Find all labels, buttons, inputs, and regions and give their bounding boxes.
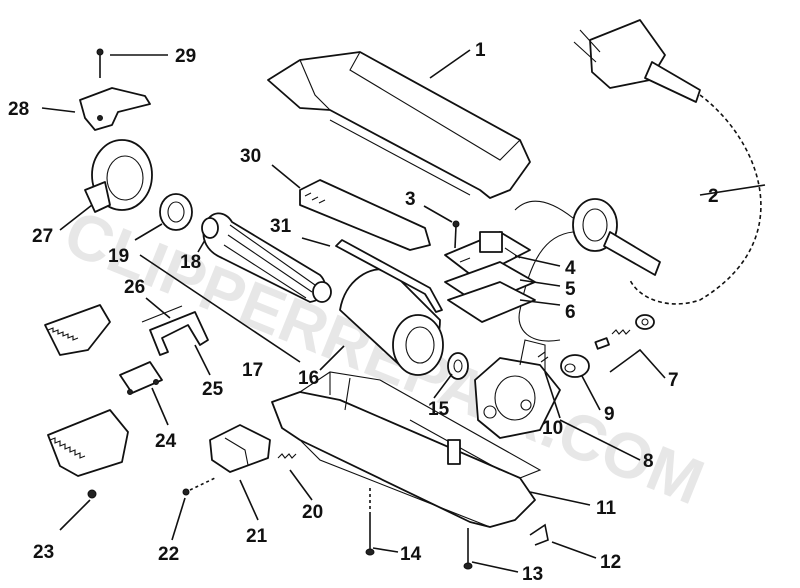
callout-9: 9 bbox=[604, 404, 615, 425]
clip-12 bbox=[529, 523, 549, 546]
screw-23 bbox=[87, 489, 97, 499]
callout-11: 11 bbox=[596, 498, 617, 519]
callout-labels: 1 2 3 4 5 6 7 8 9 10 11 12 13 14 15 16 1… bbox=[8, 40, 719, 585]
blade-guide-21 bbox=[209, 424, 271, 473]
callout-10: 10 bbox=[542, 418, 563, 439]
callout-23: 23 bbox=[33, 542, 54, 563]
screw-14 bbox=[365, 488, 375, 556]
switch-lever-30 bbox=[299, 179, 431, 251]
switch-assembly bbox=[444, 231, 536, 323]
switch-rod-31 bbox=[335, 239, 443, 313]
washer-15 bbox=[447, 352, 469, 380]
callout-15: 15 bbox=[428, 399, 450, 420]
screw-13 bbox=[463, 528, 473, 570]
front-housing-27 bbox=[84, 139, 153, 213]
bearing-19 bbox=[159, 193, 193, 231]
callout-2: 2 bbox=[708, 186, 719, 207]
screw-22 bbox=[182, 477, 216, 496]
callout-21: 21 bbox=[246, 526, 268, 547]
callout-26: 26 bbox=[124, 277, 145, 298]
callout-16: 16 bbox=[298, 368, 319, 389]
power-cord-plug bbox=[514, 19, 762, 342]
callout-5: 5 bbox=[565, 279, 576, 300]
screw-3 bbox=[452, 220, 460, 249]
callout-22: 22 bbox=[158, 544, 179, 565]
callout-3: 3 bbox=[405, 189, 416, 210]
top-housing-cover bbox=[267, 51, 531, 199]
spring-20 bbox=[277, 453, 297, 459]
eccentric-bearing bbox=[537, 351, 590, 378]
callout-24: 24 bbox=[155, 431, 177, 452]
callout-30: 30 bbox=[240, 146, 261, 167]
callout-27: 27 bbox=[32, 226, 53, 247]
top-blade bbox=[44, 304, 111, 356]
callout-1: 1 bbox=[475, 40, 486, 61]
callout-25: 25 bbox=[202, 379, 224, 400]
leader-lines bbox=[41, 49, 766, 573]
screw-29 bbox=[96, 48, 104, 78]
callout-4: 4 bbox=[565, 258, 576, 279]
callout-18: 18 bbox=[180, 252, 201, 273]
callout-14: 14 bbox=[400, 544, 422, 565]
callout-31: 31 bbox=[270, 216, 292, 237]
hinge-bracket-28 bbox=[79, 87, 151, 131]
callout-13: 13 bbox=[522, 564, 543, 585]
blade-plate-24 bbox=[119, 361, 163, 395]
callout-17: 17 bbox=[242, 360, 263, 381]
armature-17-18 bbox=[201, 212, 332, 303]
callout-6: 6 bbox=[565, 302, 576, 323]
callout-28: 28 bbox=[8, 99, 29, 120]
tension-spring-25-26 bbox=[141, 305, 209, 356]
stator-16 bbox=[339, 268, 444, 376]
motor-bracket bbox=[474, 339, 561, 439]
callout-12: 12 bbox=[600, 552, 621, 573]
callout-7: 7 bbox=[668, 370, 679, 391]
bottom-housing bbox=[271, 371, 542, 528]
callout-20: 20 bbox=[302, 502, 323, 523]
callout-19: 19 bbox=[108, 246, 129, 267]
callout-8: 8 bbox=[643, 451, 654, 472]
callout-29: 29 bbox=[175, 46, 196, 67]
spring-nut-set bbox=[594, 314, 655, 350]
bottom-blade bbox=[47, 409, 129, 477]
